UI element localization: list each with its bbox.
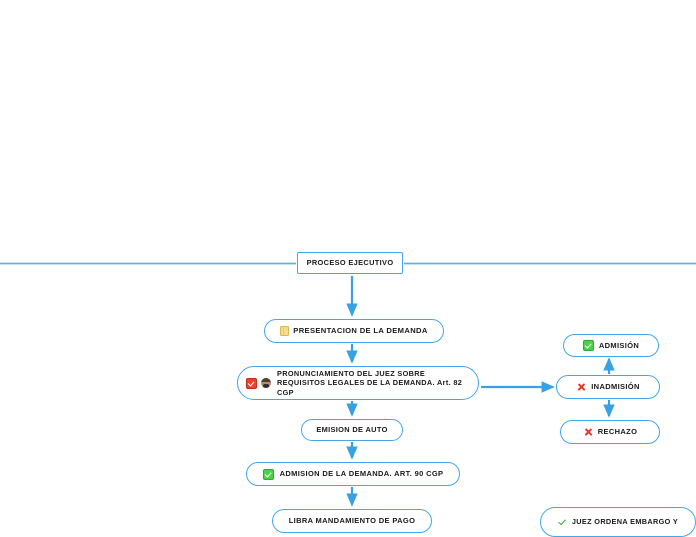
node-admision[interactable]: ADMISIÓN bbox=[563, 334, 659, 357]
node-label: LIBRA MANDAMIENTO DE PAGO bbox=[288, 516, 416, 526]
node-admision-de-la-demanda[interactable]: ADMISION DE LA DEMANDA. ART. 90 CGP bbox=[246, 462, 460, 486]
node-label: EMISION DE AUTO bbox=[316, 425, 388, 435]
red-cross-icon bbox=[576, 382, 586, 392]
node-label: ADMISIÓN bbox=[598, 340, 640, 350]
red-cross-icon bbox=[583, 427, 593, 437]
node-pronunciamiento-del-juez[interactable]: PRONUNCIAMIENTO DEL JUEZ SOBRE REQUISITO… bbox=[237, 366, 479, 400]
judge-icon bbox=[261, 378, 271, 388]
node-label: ADMISION DE LA DEMANDA. ART. 90 CGP bbox=[279, 469, 444, 479]
red-check-box-icon bbox=[246, 377, 257, 389]
node-label: JUEZ ORDENA EMBARGO Y bbox=[571, 517, 679, 527]
node-inadmision[interactable]: INADMISIÓN bbox=[556, 375, 660, 399]
node-proceso-ejecutivo[interactable]: PROCESO EJECUTIVO bbox=[297, 252, 403, 274]
node-label: INADMISIÓN bbox=[591, 382, 640, 392]
node-juez-ordena-embargo[interactable]: JUEZ ORDENA EMBARGO Y bbox=[540, 507, 696, 537]
node-label: PRESENTACION DE LA DEMANDA bbox=[293, 326, 428, 336]
node-rechazo[interactable]: RECHAZO bbox=[560, 420, 660, 444]
node-emision-de-auto[interactable]: EMISION DE AUTO bbox=[301, 419, 403, 441]
node-presentacion-de-la-demanda[interactable]: PRESENTACION DE LA DEMANDA bbox=[264, 319, 444, 343]
notebook-icon bbox=[280, 326, 290, 336]
green-tick-icon bbox=[558, 518, 567, 527]
green-check-box-icon bbox=[262, 468, 274, 480]
node-label: PROCESO EJECUTIVO bbox=[306, 258, 394, 268]
node-libra-mandamiento-de-pago[interactable]: LIBRA MANDAMIENTO DE PAGO bbox=[272, 509, 432, 533]
node-label: PRONUNCIAMIENTO DEL JUEZ SOBRE REQUISITO… bbox=[277, 369, 463, 397]
green-check-box-icon bbox=[582, 340, 594, 351]
node-label: RECHAZO bbox=[597, 427, 638, 437]
